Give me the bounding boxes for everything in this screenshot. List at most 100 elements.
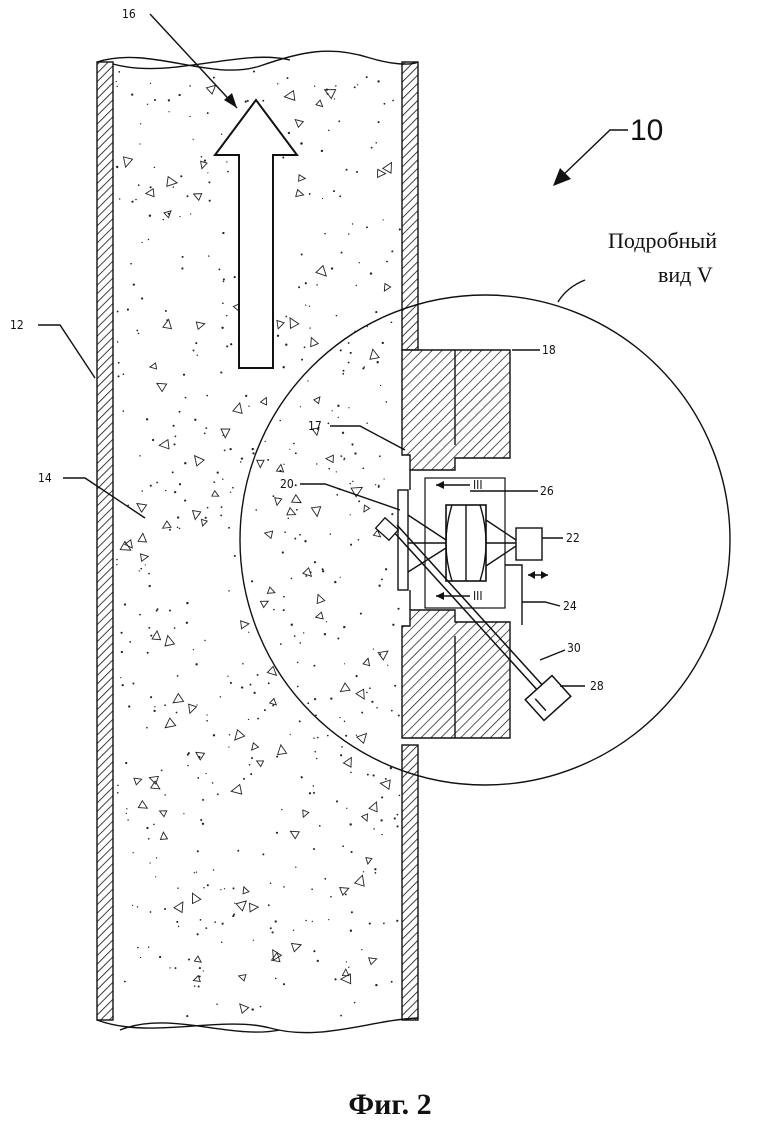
fluid-particle [159, 440, 169, 450]
fluid-dot [345, 893, 347, 895]
fluid-dot [228, 590, 230, 592]
ref-14: 14 [38, 471, 52, 485]
fluid-dot [305, 282, 307, 284]
fluid-particle [338, 683, 350, 695]
fluid-particle [192, 976, 200, 984]
fluid-dot [352, 223, 353, 224]
figure-caption: Фиг. 2 [348, 1088, 431, 1121]
fluid-dot [222, 303, 224, 305]
fluid-dot [394, 817, 396, 819]
ref-26: 26 [540, 484, 554, 498]
fluid-dot [116, 81, 117, 82]
fluid-particle [206, 82, 218, 94]
fluid-dot [277, 335, 279, 337]
fluid-dot [391, 513, 393, 515]
fluid-dot [317, 960, 319, 962]
fluid-dot [250, 773, 252, 775]
fluid-dot [391, 250, 393, 252]
fluid-dot [344, 721, 346, 723]
fluid-dot [367, 774, 369, 776]
fluid-dot [220, 889, 221, 890]
fluid-dot [391, 981, 393, 983]
fluid-dot [276, 756, 278, 758]
fluid-dot [270, 927, 272, 929]
fluid-dot [230, 682, 232, 684]
fluid-dot [316, 463, 317, 464]
fluid-dot [293, 930, 294, 931]
fluid-dot [183, 813, 184, 814]
fluid-dot [339, 195, 341, 197]
fluid-dot [311, 888, 313, 890]
fluid-dot [159, 956, 161, 958]
fluid-dot [363, 871, 364, 872]
fluid-dot [300, 406, 301, 407]
fluid-dot [290, 734, 291, 735]
fluid-dot [184, 462, 186, 464]
fluid-dot [324, 233, 326, 235]
fluid-dot [322, 198, 323, 199]
fluid-particle [267, 587, 276, 596]
fluid-dot [273, 609, 275, 611]
fluid-dot [383, 219, 384, 220]
fluid-dot [257, 718, 259, 720]
fluid-dot [186, 622, 188, 624]
fluid-particle [230, 785, 242, 797]
fluid-dot [285, 344, 287, 346]
fluid-dot [382, 342, 384, 344]
fluid-dot [141, 242, 142, 243]
fluid-dot [164, 704, 166, 706]
fluid-dot [327, 735, 329, 737]
fluid-dot [194, 985, 195, 986]
fluid-dot [369, 687, 371, 689]
fluid-dot [224, 888, 225, 889]
pipe-break-top [97, 51, 418, 70]
fluid-dot [137, 947, 139, 949]
fluid-dot [180, 175, 182, 177]
fluid-dot [332, 410, 333, 411]
fluid-dot [298, 286, 300, 288]
fluid-particle [162, 718, 175, 731]
fluid-particle [233, 402, 245, 414]
fluid-dot [187, 195, 189, 197]
fluid-particle [191, 511, 201, 521]
fluid-dot [313, 950, 315, 952]
fluid-dot [336, 471, 337, 472]
fluid-dot [371, 147, 373, 149]
fluid-dot [177, 527, 178, 528]
fluid-dot [276, 832, 278, 834]
fluid-dot [336, 800, 338, 802]
fluid-dot [137, 906, 138, 907]
fluid-dot [251, 757, 253, 759]
fluid-dot [201, 156, 203, 158]
fluid-dot [284, 531, 286, 533]
fluid-particle [287, 508, 297, 518]
fluid-dot [243, 778, 245, 780]
fluid-dot [346, 961, 347, 962]
flow-direction-arrow [215, 100, 297, 368]
fluid-dot [221, 942, 223, 944]
fluid-dot [350, 823, 352, 825]
fluid-dot [207, 172, 208, 173]
fluid-dot [199, 967, 201, 969]
fluid-dot [341, 746, 343, 748]
fluid-dot [155, 876, 156, 877]
fluid-dot [343, 626, 345, 628]
fluid-particle [237, 1001, 249, 1013]
fluid-dot [374, 868, 376, 870]
fluid-dot [197, 933, 199, 935]
fluid-dot [396, 825, 398, 827]
fluid-dot [391, 710, 393, 712]
fluid-dot [337, 405, 339, 407]
fluid-particle [260, 396, 269, 405]
detail-label-line2: вид V [658, 262, 713, 287]
fluid-dot [351, 851, 353, 853]
fluid-dot [226, 345, 228, 347]
fluid-dot [248, 719, 249, 720]
fluid-dot [291, 624, 293, 626]
fluid-dot [213, 481, 215, 483]
fluid-particle [257, 460, 264, 467]
assembly-ref-10: 10 [630, 114, 663, 147]
fluid-dot [340, 577, 341, 578]
fluid-particle [145, 189, 154, 198]
fluid-dot [163, 219, 164, 220]
